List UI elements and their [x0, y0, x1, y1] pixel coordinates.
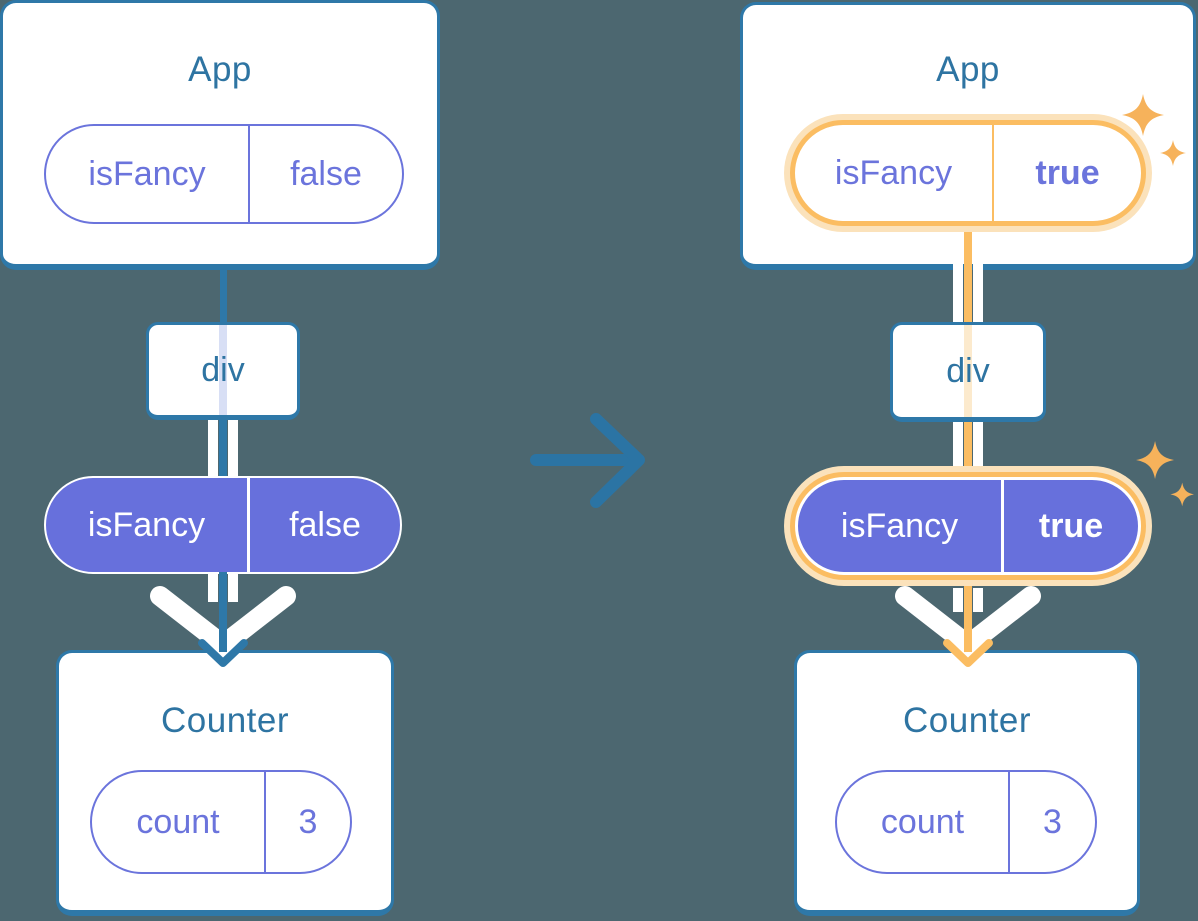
prop-pill-isfancy-highlighted: isFancy true — [795, 477, 1141, 575]
prop-line-app-to-div — [220, 266, 227, 324]
state-pill-count: count 3 — [835, 770, 1097, 874]
pill-divider — [264, 772, 266, 872]
sparkle-icon — [1136, 441, 1194, 507]
pill-divider — [248, 126, 250, 222]
prop-pill-label: isFancy — [840, 506, 959, 545]
prop-pipe-core — [964, 228, 972, 324]
pipe-wall — [973, 256, 983, 324]
pill-divider — [1008, 772, 1010, 872]
state-pill-label: isFancy — [88, 154, 206, 193]
component-title-div: div — [946, 351, 990, 390]
prop-trace-line — [964, 325, 972, 417]
state-pill-label: count — [136, 802, 220, 841]
pipe-wall — [953, 256, 963, 324]
arrow-down-icon — [895, 586, 1041, 667]
prop-pill-label: isFancy — [87, 505, 206, 544]
state-pill-value: 3 — [1043, 802, 1062, 841]
pill-divider — [1001, 480, 1004, 572]
prop-pipe-div-to-pill — [953, 422, 983, 466]
pipe-wall — [973, 422, 983, 466]
pipe-wall — [228, 420, 238, 478]
component-title-div: div — [201, 350, 245, 389]
state-pill-isfancy: isFancy false — [44, 124, 404, 224]
state-pill-value: true — [1035, 153, 1100, 192]
state-pill-label: isFancy — [834, 153, 953, 192]
prop-pill-isfancy: isFancy false — [44, 476, 402, 574]
prop-pill-value: true — [1038, 506, 1104, 545]
state-pill-count: count 3 — [90, 770, 352, 874]
state-pill-value: 3 — [298, 802, 318, 841]
state-pill-value: false — [290, 154, 362, 193]
prop-pill-value: false — [289, 505, 361, 544]
component-title-app: App — [188, 50, 252, 89]
state-pill-isfancy-highlighted: isFancy true — [790, 120, 1146, 226]
pill-divider — [992, 125, 994, 221]
component-box-div: div — [890, 322, 1046, 422]
component-title-counter: Counter — [160, 701, 290, 740]
pipe-core — [964, 422, 972, 466]
component-title-app: App — [936, 50, 1000, 89]
pipe-wall — [953, 422, 963, 466]
pipe-core — [219, 420, 227, 478]
arrow-right-icon — [530, 413, 645, 508]
prop-trace-line — [219, 325, 227, 415]
component-box-div: div — [146, 322, 300, 420]
component-title-counter: Counter — [902, 701, 1032, 740]
pipe-wall — [208, 420, 218, 478]
prop-pipe-div-to-pill — [208, 420, 238, 478]
arrow-down-icon — [150, 572, 296, 667]
sparkle-icon — [1122, 94, 1186, 166]
pill-divider — [247, 478, 250, 572]
state-pill-label: count — [880, 802, 965, 841]
